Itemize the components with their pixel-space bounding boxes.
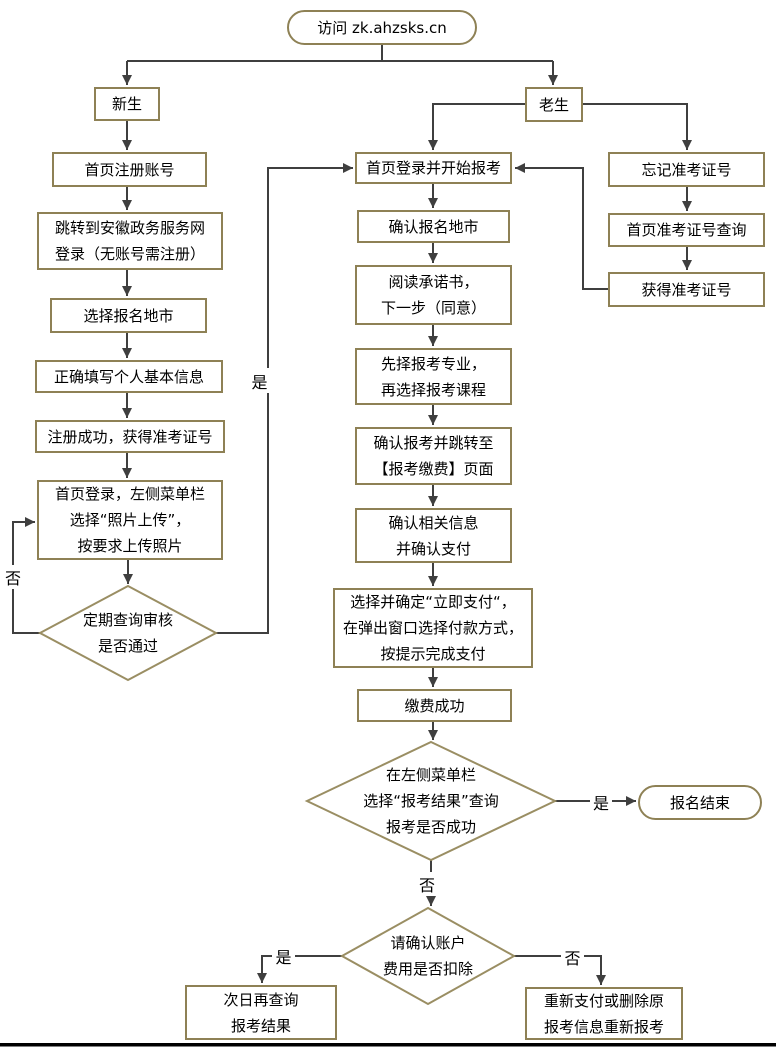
node-get-id: 获得准考证号 <box>608 272 765 307</box>
node-label: 重新支付或删除原 <box>543 991 664 1010</box>
edge-label-no-account: 否 <box>561 945 584 969</box>
node-read-promise: 阅读承诺书， 下一步（同意） <box>355 265 512 325</box>
node-label: 请确认账户 <box>390 934 466 952</box>
node-label: 在弹出窗口选择付款方式， <box>342 619 523 637</box>
diamond-result-check <box>304 740 558 862</box>
node-label: 次日再查询 <box>223 990 299 1009</box>
node-confirm-city: 确认报名地市 <box>357 210 510 243</box>
node-end-label: 报名结束 <box>669 793 730 812</box>
node-label: 按提示完成支付 <box>380 645 486 663</box>
node-label: 选择并确定“立即支付“， <box>350 593 516 611</box>
node-label: 定期查询审核 <box>82 611 173 629</box>
node-label: 选择“照片上传”， <box>69 511 191 529</box>
node-label: 缴费成功 <box>404 696 465 715</box>
node-label: 报考信息重新报考 <box>543 1017 664 1036</box>
node-label: 在左侧菜单栏 <box>385 766 476 784</box>
node-do-pay: 选择并确定“立即支付“， 在弹出窗口选择付款方式， 按提示完成支付 <box>333 588 533 668</box>
node-label: 首页登录，左侧菜单栏 <box>54 485 205 503</box>
node-fill-info: 正确填写个人基本信息 <box>35 360 223 393</box>
node-label: 确认相关信息 <box>388 513 479 532</box>
node-label: 正确填写个人基本信息 <box>53 367 204 386</box>
node-choose-city: 选择报名地市 <box>50 298 207 333</box>
diamond-account-check-text: 请确认账户 费用是否扣除 <box>342 930 514 982</box>
node-label: 注册成功，获得准考证号 <box>47 427 213 446</box>
node-gov-login: 跳转到安徽政务服务网 登录（无账号需注册） <box>37 212 223 270</box>
node-label: 首页准考证号查询 <box>626 221 747 239</box>
node-label: 【报考缴费】页面 <box>373 460 494 478</box>
node-confirm-jump: 确认报考并跳转至 【报考缴费】页面 <box>355 427 512 485</box>
node-label: 再选择报考课程 <box>380 380 486 399</box>
node-label: 选择“报考结果”查询 <box>363 792 499 810</box>
node-pay-success: 缴费成功 <box>357 689 512 722</box>
diamond-result-check-text: 在左侧菜单栏 选择“报考结果”查询 报考是否成功 <box>326 762 536 840</box>
node-upload-photo: 首页登录，左侧菜单栏 选择“照片上传”， 按要求上传照片 <box>37 480 223 560</box>
node-label: 老生 <box>538 95 569 114</box>
node-label: 获得准考证号 <box>641 280 732 299</box>
node-label: 并确认支付 <box>395 539 471 558</box>
node-label: 是否通过 <box>97 637 158 655</box>
node-forgot-id: 忘记准考证号 <box>608 152 765 187</box>
node-label: 报考结果 <box>230 1016 291 1035</box>
node-label: 费用是否扣除 <box>382 960 473 978</box>
node-label: 跳转到安徽政务服务网 <box>54 219 205 237</box>
node-label: 忘记准考证号 <box>641 160 732 179</box>
node-confirm-pay: 确认相关信息 并确认支付 <box>355 508 512 563</box>
bottom-rule <box>0 1043 776 1047</box>
node-start: 访问 zk.ahzsks.cn <box>287 10 477 45</box>
node-label: 首页注册账号 <box>84 160 175 179</box>
diamond-account-check <box>339 906 517 1006</box>
node-label: 阅读承诺书， <box>388 273 479 291</box>
node-query-id: 首页准考证号查询 <box>608 213 765 247</box>
node-label: 按要求上传照片 <box>77 537 183 555</box>
node-label: 选择报名地市 <box>83 306 174 325</box>
node-label: 确认报名地市 <box>388 217 479 236</box>
node-new-student: 新生 <box>94 87 160 121</box>
edge-label-yes-result: 是 <box>590 790 612 813</box>
node-label: 首页登录并开始报考 <box>365 159 501 177</box>
diamond-audit-check-text: 定期查询审核 是否通过 <box>40 607 216 659</box>
node-register-success: 注册成功，获得准考证号 <box>35 420 225 453</box>
node-old-student: 老生 <box>525 87 583 122</box>
node-next-day: 次日再查询 报考结果 <box>185 985 337 1040</box>
node-label: 报考是否成功 <box>385 818 476 836</box>
node-label: 下一步（同意） <box>380 299 486 317</box>
node-choose-major: 先择报考专业， 再选择报考课程 <box>355 348 512 405</box>
node-start-label: 访问 zk.ahzsks.cn <box>317 18 447 37</box>
diamond-audit-check <box>37 584 219 682</box>
edge-label-no-audit: 否 <box>2 565 24 589</box>
node-login-apply: 首页登录并开始报考 <box>355 152 512 184</box>
node-label: 先择报考专业， <box>380 354 486 373</box>
edge-label-no-result: 否 <box>416 872 438 896</box>
node-label: 登录（无账号需注册） <box>54 245 205 263</box>
node-register-account: 首页注册账号 <box>52 152 207 187</box>
node-end: 报名结束 <box>638 785 762 820</box>
node-label: 确认报考并跳转至 <box>373 434 494 452</box>
node-repay: 重新支付或删除原 报考信息重新报考 <box>525 987 683 1040</box>
decision-diamonds <box>37 584 558 1006</box>
edge-label-yes-audit: 是 <box>249 368 270 393</box>
node-label: 新生 <box>111 95 142 113</box>
edge-label-yes-account: 是 <box>272 944 295 968</box>
